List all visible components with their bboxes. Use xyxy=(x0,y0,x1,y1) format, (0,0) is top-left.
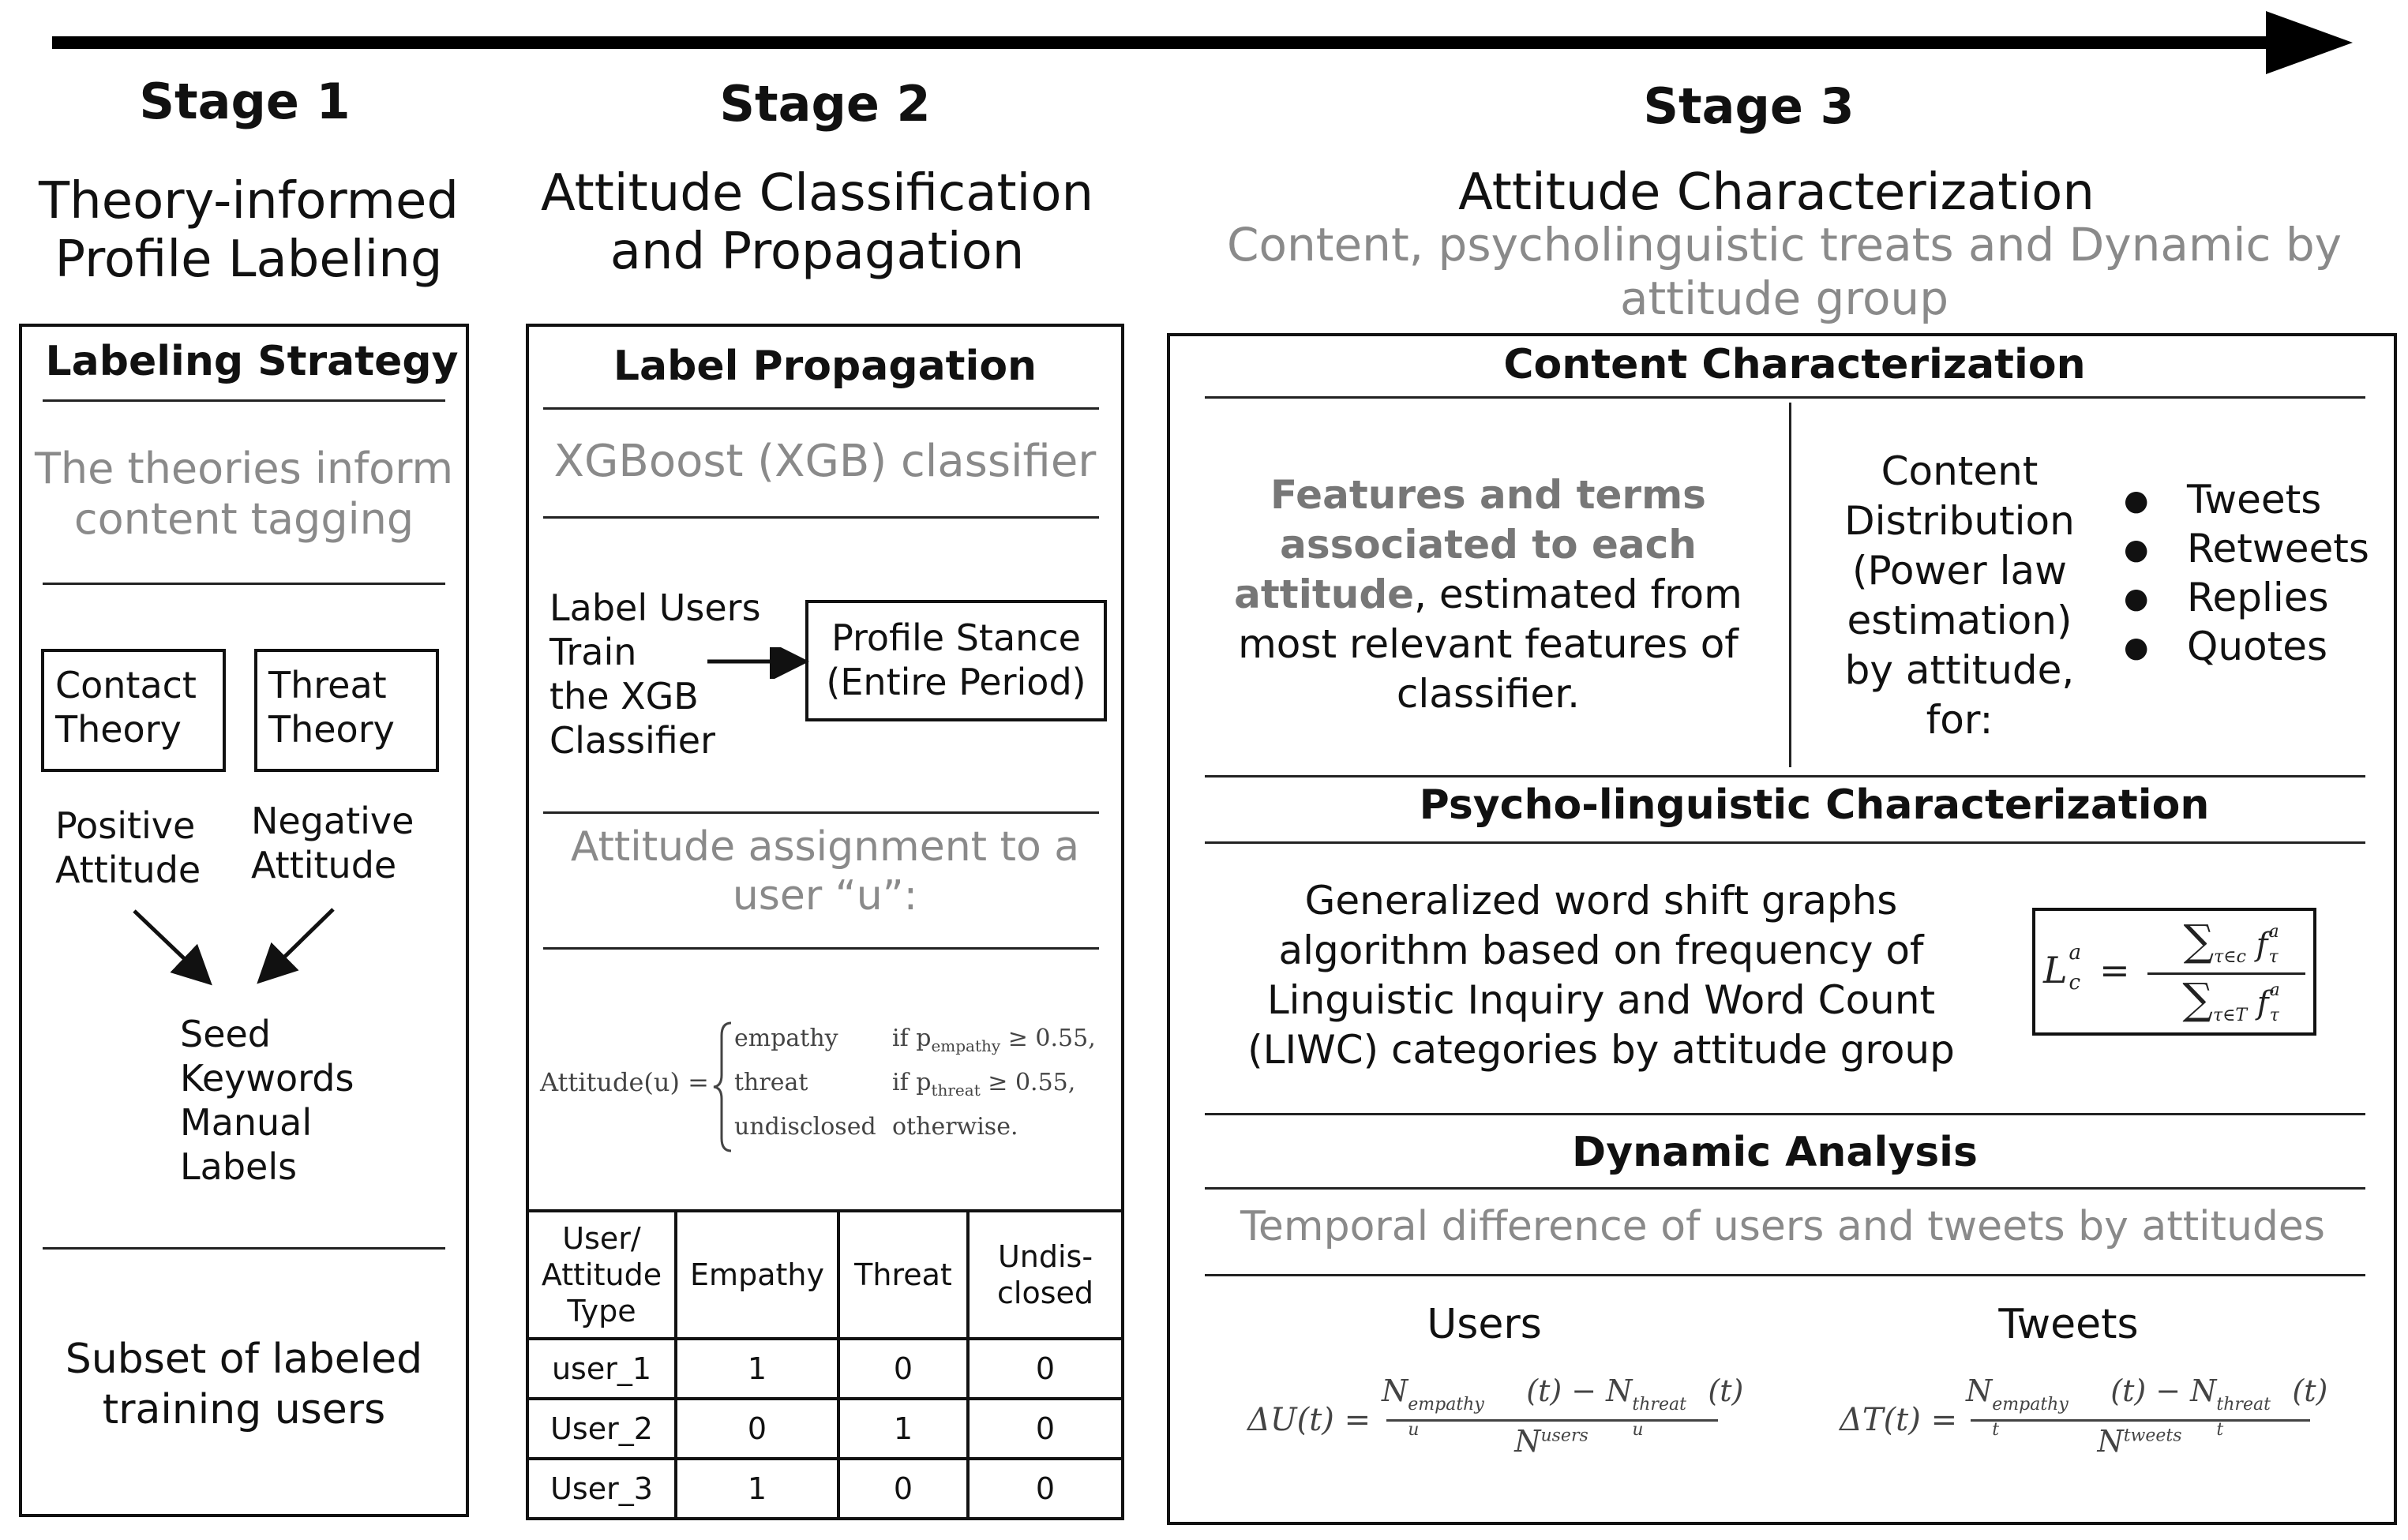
divider xyxy=(1205,775,2365,777)
psycho-linguistic-header: Psycho-linguistic Characterization xyxy=(1419,781,2210,829)
content-characterization-header: Content Characterization xyxy=(1503,341,2086,388)
divider xyxy=(543,947,1099,950)
stance-table: User/ Attitude Type Empathy Threat Undis… xyxy=(526,1209,1124,1520)
divider xyxy=(1205,1113,2365,1115)
table-cell: 0 xyxy=(837,1337,970,1400)
content-distribution: Content Distribution (Power law estimati… xyxy=(1844,448,2075,743)
table-row: user_1 1 0 0 xyxy=(526,1337,1124,1400)
divider xyxy=(1205,841,2365,844)
classifier-label: XGBoost (XGB) classifier xyxy=(553,436,1097,487)
seed-keywords-manual-labels: Seed Keywords Manual Labels xyxy=(180,1013,354,1188)
list-item: Retweets xyxy=(2124,524,2369,575)
table-header-row: User/ Attitude Type Empathy Threat Undis… xyxy=(526,1209,1124,1340)
table-header-threat: Threat xyxy=(837,1209,970,1340)
stage-1-title: Stage 1 xyxy=(139,73,351,130)
timeline-arrow xyxy=(52,11,2353,74)
list-item: Replies xyxy=(2124,573,2369,624)
table-header-empathy: Empathy xyxy=(674,1209,840,1340)
positive-attitude-label: Positive Attitude xyxy=(55,804,201,891)
content-vertical-divider xyxy=(1789,403,1791,767)
table-header-undisclosed: Undis- closed xyxy=(966,1209,1124,1340)
contact-theory-box xyxy=(41,649,226,772)
divider xyxy=(43,399,445,402)
features-description: Features and terms associated to each at… xyxy=(1234,472,1742,717)
table-row: User_2 0 1 0 xyxy=(526,1397,1124,1460)
liwc-formula-box xyxy=(2032,908,2316,1036)
stage-3-title: Stage 3 xyxy=(1643,77,1855,135)
table-cell: 0 xyxy=(837,1457,970,1520)
divider xyxy=(43,1247,445,1250)
list-item: Quotes xyxy=(2124,622,2369,673)
table-cell: 1 xyxy=(674,1457,840,1520)
dynamic-analysis-header: Dynamic Analysis xyxy=(1572,1129,1978,1176)
table-cell: 0 xyxy=(966,1457,1124,1520)
table-cell: 0 xyxy=(966,1397,1124,1460)
theories-intro: The theories inform content tagging xyxy=(34,444,454,544)
stage-2-title: Stage 2 xyxy=(719,75,931,133)
divider xyxy=(543,811,1099,814)
attitude-assignment-text: Attitude assignment to a user “u”: xyxy=(570,823,1080,920)
table-cell: 0 xyxy=(674,1397,840,1460)
table-cell: 0 xyxy=(966,1337,1124,1400)
step-arrow xyxy=(707,647,809,679)
stage-3-description: Content, psycholinguistic treats and Dyn… xyxy=(1227,218,2342,325)
stage-2-panel xyxy=(526,324,1124,1520)
table-cell: 1 xyxy=(837,1397,970,1460)
negative-attitude-label: Negative Attitude xyxy=(251,800,414,886)
training-users-footer: Subset of labeled training users xyxy=(65,1336,423,1433)
divider xyxy=(1205,396,2365,399)
stage-1-subtitle: Theory-informed Profile Labeling xyxy=(39,172,459,289)
label-propagation-header: Label Propagation xyxy=(613,343,1037,390)
table-header-user-type: User/ Attitude Type xyxy=(526,1209,677,1340)
contact-theory-label: Contact Theory xyxy=(55,664,197,751)
labeling-strategy-header: Labeling Strategy xyxy=(45,338,459,385)
divider xyxy=(1205,1187,2365,1190)
users-column-label: Users xyxy=(1427,1301,1542,1348)
divider xyxy=(543,407,1099,410)
divider xyxy=(543,516,1099,519)
tweets-column-label: Tweets xyxy=(1998,1301,2139,1348)
table-cell: User_2 xyxy=(526,1397,677,1460)
stage-3-panel xyxy=(1167,333,2397,1525)
table-cell: 1 xyxy=(674,1337,840,1400)
table-row: User_3 1 0 0 xyxy=(526,1457,1124,1520)
word-shift-description: Generalized word shift graphs algorithm … xyxy=(1247,878,1955,1073)
stage-3-subtitle: Attitude Characterization xyxy=(1458,163,2095,222)
profile-stance-label: Profile Stance (Entire Period) xyxy=(826,616,1086,703)
attitude-formula-lhs: Attitude(u) = xyxy=(540,1067,709,1097)
content-type-list: Tweets Retweets Replies Quotes xyxy=(2124,475,2369,673)
table-cell: User_3 xyxy=(526,1457,677,1520)
stage-1-panel xyxy=(19,324,469,1517)
threat-theory-label: Threat Theory xyxy=(268,664,395,751)
stage-2-subtitle: Attitude Classification and Propagation xyxy=(540,164,1094,281)
profile-stance-box xyxy=(805,600,1107,721)
training-steps: Label Users Train the XGB Classifier xyxy=(549,586,761,762)
list-item: Tweets xyxy=(2124,475,2369,526)
attitude-formula-brace xyxy=(713,1021,732,1152)
divider xyxy=(1205,1274,2365,1276)
divider xyxy=(43,583,445,585)
attitude-to-seed-arrows xyxy=(133,908,335,986)
table-cell: user_1 xyxy=(526,1337,677,1400)
threat-theory-box xyxy=(254,649,439,772)
temporal-difference-text: Temporal difference of users and tweets … xyxy=(1240,1203,2325,1250)
